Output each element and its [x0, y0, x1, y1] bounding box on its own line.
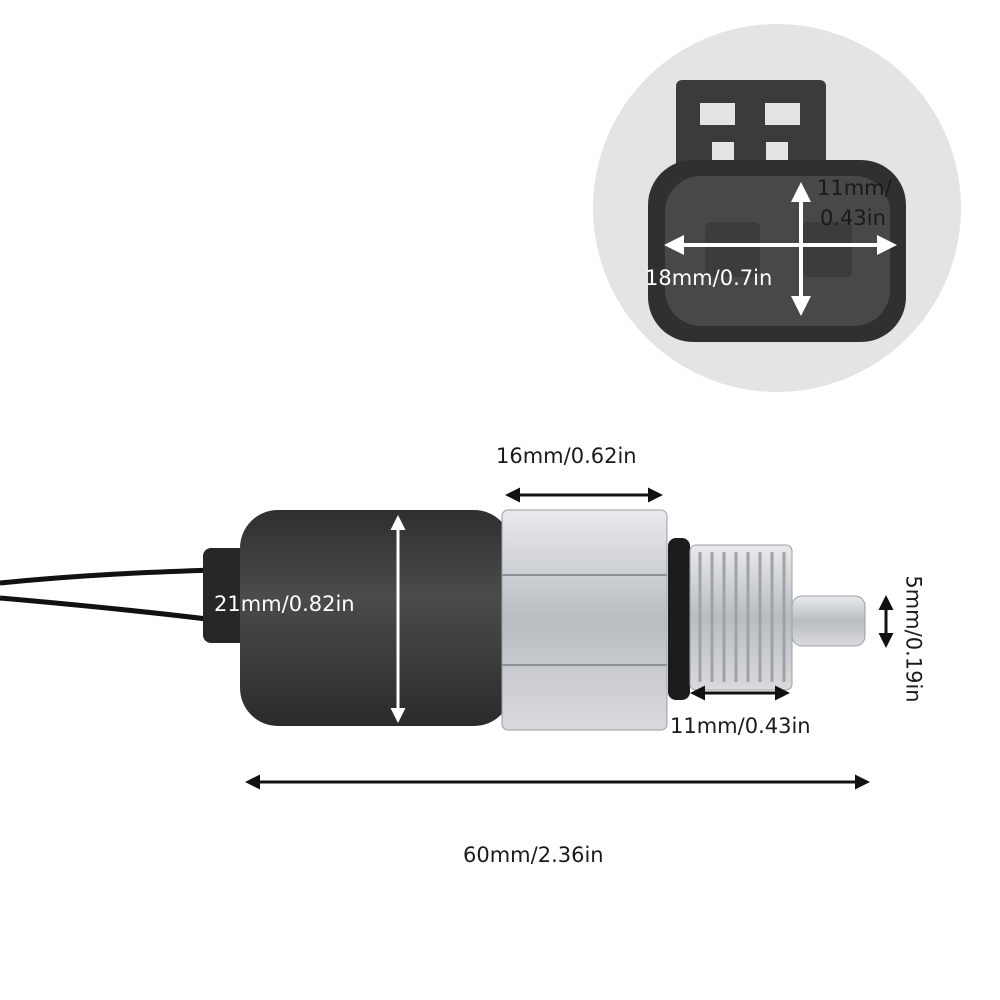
o-ring — [668, 538, 690, 700]
wire-lower — [0, 595, 216, 623]
hex-width-label: 16mm/0.62in — [496, 444, 637, 468]
thread-length-label: 11mm/0.43in — [670, 714, 811, 738]
wire-upper — [0, 567, 216, 586]
boot-diameter-label: 21mm/0.82in — [214, 592, 355, 616]
threaded-body — [689, 544, 793, 691]
rubber-boot — [240, 510, 512, 726]
connector-height-label-line1: 11mm/ — [817, 176, 892, 200]
connector-height-label-line2: 0.43in — [820, 206, 886, 230]
overall-length-label: 60mm/2.36in — [463, 843, 604, 867]
pin-diameter-label: 5mm/0.19in — [901, 575, 926, 703]
plunger-pin — [791, 595, 866, 647]
connector-width-label: 18mm/0.7in — [645, 266, 773, 290]
hex-nut — [501, 509, 668, 731]
